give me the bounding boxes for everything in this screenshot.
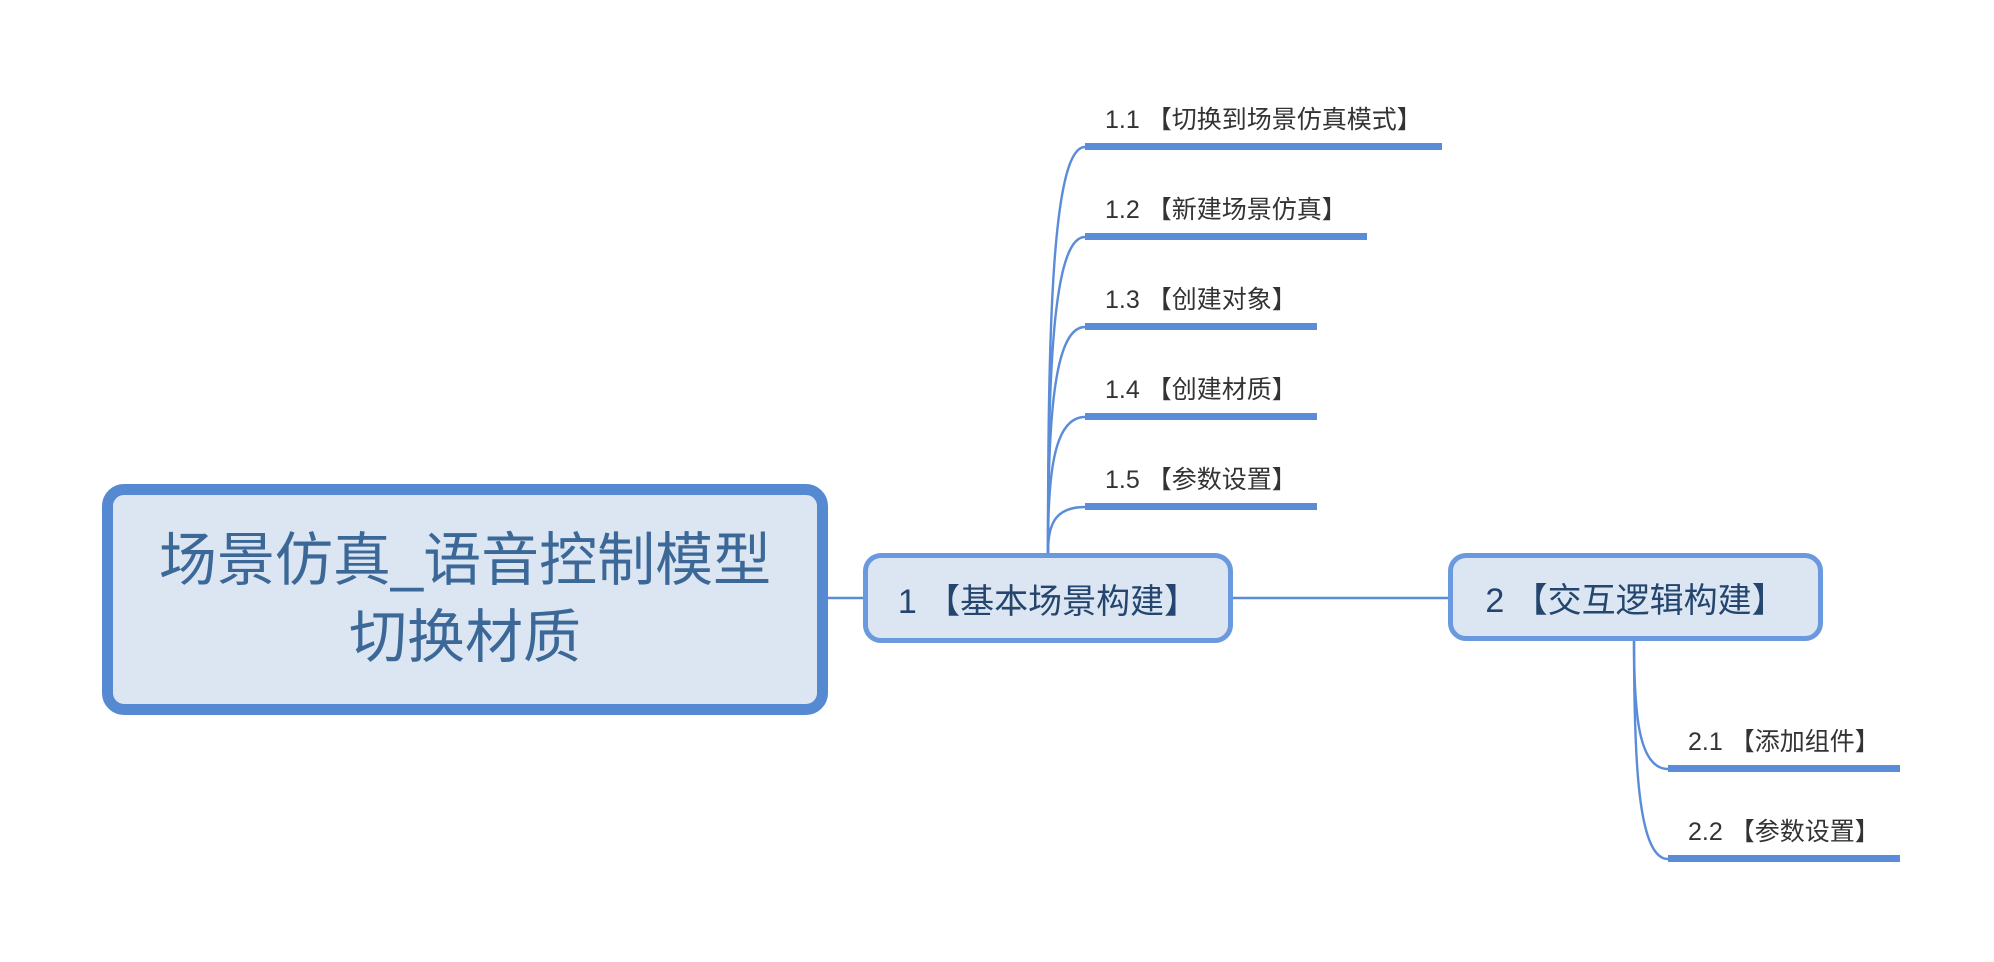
edge-branch1-to-leaf-1-2 — [1046, 235, 1086, 556]
edge-branch1-to-leaf-1-4 — [1046, 415, 1086, 556]
leaf-node-1-5[interactable]: 1.5 【参数设置】 — [1085, 463, 1317, 510]
leaf-node-2-2[interactable]: 2.2 【参数设置】 — [1668, 815, 1900, 862]
leaf-node-1-4[interactable]: 1.4 【创建材质】 — [1085, 373, 1317, 420]
leaf-node-2-1[interactable]: 2.1 【添加组件】 — [1668, 725, 1900, 772]
leaf-node-1-1[interactable]: 1.1 【切换到场景仿真模式】 — [1085, 103, 1442, 150]
edge-branch2-to-leaf-2-1 — [1632, 638, 1669, 771]
leaf-node-1-3[interactable]: 1.3 【创建对象】 — [1085, 283, 1317, 330]
leaf-node-1-2[interactable]: 1.2 【新建场景仿真】 — [1085, 193, 1367, 240]
edge-branch2-to-leaf-2-2 — [1632, 638, 1669, 861]
root-node[interactable]: 场景仿真_语音控制模型 切换材质 — [102, 484, 828, 715]
branch-node-1[interactable]: 1 【基本场景构建】 — [863, 553, 1233, 643]
edge-branch1-to-leaf-1-5 — [1046, 505, 1086, 556]
edge-branch1-to-leaf-1-3 — [1046, 325, 1086, 556]
edge-branch1-to-leaf-1-1 — [1046, 145, 1086, 556]
branch-node-2[interactable]: 2 【交互逻辑构建】 — [1448, 553, 1823, 641]
